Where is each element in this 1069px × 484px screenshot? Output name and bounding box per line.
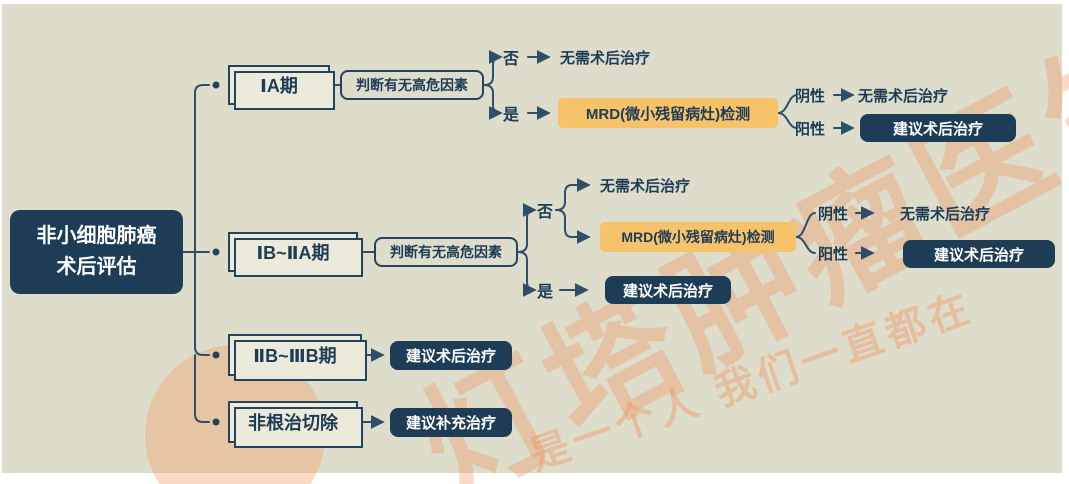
stage-node-1a: ⅠA期 — [228, 65, 335, 110]
outcome-no-treatment-row2a: 无需术后治疗 — [600, 177, 691, 195]
root-line-2: 术后评估 — [56, 256, 137, 278]
mrd-node-row1: MRD(微小残留病灶)检测 — [558, 98, 778, 128]
judge-node-row2: 判断有无高危因素 — [374, 237, 518, 267]
result-recommend-treatment-row2: 建议术后治疗 — [903, 240, 1055, 268]
label-negative-row2: 阴性 — [818, 205, 849, 223]
label-positive-row1: 阳性 — [795, 120, 826, 138]
stage-node-non-radical: 非根治切除 — [228, 401, 363, 448]
label-yes-row1: 是 — [503, 107, 520, 124]
result-recommend-treatment-row3: 建议术后治疗 — [390, 341, 512, 370]
root-node: 非小细胞肺癌 术后评估 — [10, 210, 183, 294]
judge-node-row1: 判断有无高危因素 — [340, 70, 484, 100]
outcome-no-treatment-row1b: 无需术后治疗 — [858, 87, 949, 105]
label-yes-row2: 是 — [537, 284, 554, 301]
outcome-no-treatment-row1a: 无需术后治疗 — [560, 49, 651, 67]
label-no-row1: 否 — [503, 51, 520, 68]
stage-node-1b-2a: ⅠB~ⅡA期 — [228, 232, 363, 277]
label-negative-row1: 阴性 — [795, 87, 826, 105]
label-positive-row2: 阳性 — [818, 245, 849, 263]
root-line-1: 非小细胞肺癌 — [36, 225, 157, 247]
stage-node-2b-3b: ⅡB~ⅢB期 — [228, 334, 367, 381]
outcome-no-treatment-row2b: 无需术后治疗 — [900, 205, 991, 223]
result-recommend-treatment-row2-yes: 建议术后治疗 — [605, 276, 731, 304]
mrd-node-row2: MRD(微小残留病灶)检测 — [600, 222, 796, 252]
result-recommend-supplement-row4: 建议补充治疗 — [390, 408, 512, 437]
label-no-row2: 否 — [537, 204, 554, 221]
result-recommend-treatment-row1: 建议术后治疗 — [860, 114, 1016, 142]
